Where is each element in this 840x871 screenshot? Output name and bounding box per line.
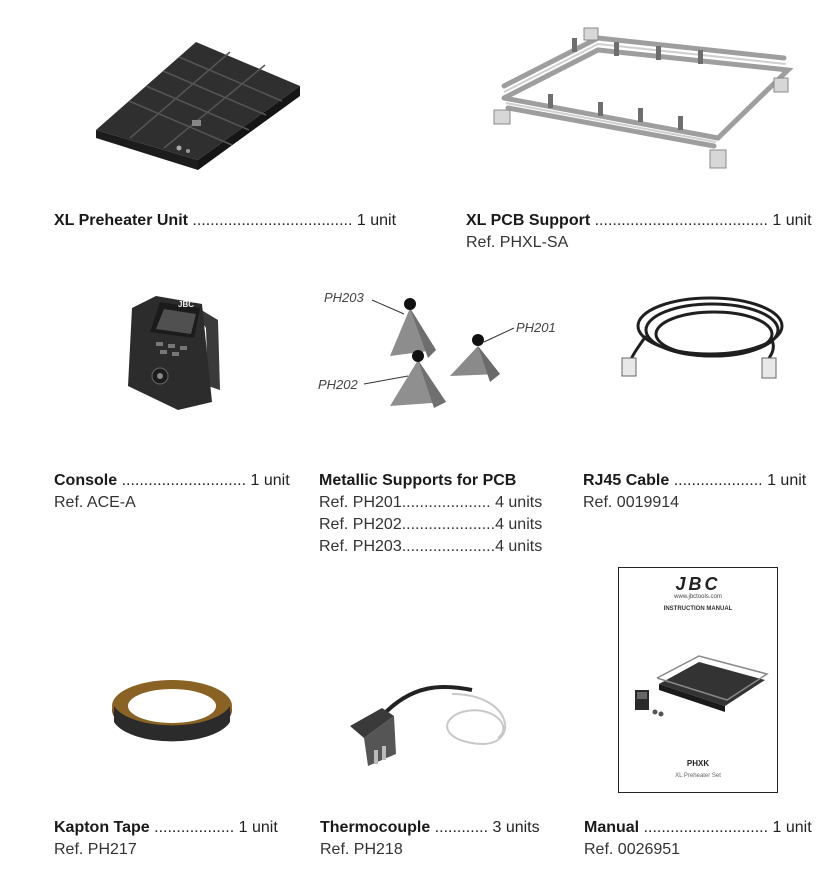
- item-ref: Ref. 0026951: [584, 841, 681, 858]
- manual-model: PHXK: [686, 759, 710, 768]
- item-qty: 1 unit: [762, 472, 807, 489]
- manual-subtitle: XL Preheater Set: [675, 773, 721, 779]
- item-manual-caption: Manual ............................ 1 un…: [584, 817, 812, 838]
- item-dots: ....................: [669, 472, 763, 489]
- item-rj45-caption: RJ45 Cable .................... 1 unit: [583, 470, 806, 491]
- item-ref: Ref. PH201.................... 4 units: [319, 494, 543, 511]
- item-preheater-caption: XL Preheater Unit ......................…: [54, 210, 396, 231]
- item-name: Thermocouple: [320, 819, 431, 836]
- item-name: Console: [54, 472, 118, 489]
- item-name: Metallic Supports for PCB: [319, 472, 517, 489]
- kapton-tape-image: [112, 680, 232, 742]
- item-dots: ....................................: [187, 212, 353, 229]
- item-thermocouple-caption: Thermocouple ............ 3 units: [320, 817, 540, 838]
- item-ref: Ref. PH202.....................4 units: [319, 516, 543, 533]
- manual-heading: INSTRUCTION MANUAL: [663, 606, 733, 612]
- item-pcb-support-caption: XL PCB Support .........................…: [466, 210, 812, 231]
- callout-ph201: PH201: [516, 320, 556, 335]
- thermocouple-image: [350, 684, 507, 766]
- callout-ph202: PH202: [318, 377, 358, 392]
- item-dots: ............................: [639, 819, 769, 836]
- manual-product-illustration: [635, 655, 769, 717]
- item-qty: 1 unit: [234, 819, 278, 836]
- console-image: JBC: [128, 296, 220, 410]
- item-ref: Ref. PH217: [54, 841, 137, 858]
- console-logo: JBC: [178, 300, 194, 309]
- item-qty: 3 units: [488, 819, 540, 836]
- item-dots: ............................: [117, 472, 247, 489]
- manual-cover: JBC www.jbctools.com INSTRUCTION MANUAL …: [618, 567, 778, 793]
- item-ref: Ref. PH218: [320, 841, 403, 858]
- rj45-cable-image: [621, 296, 784, 379]
- manual-logo: JBC: [675, 574, 721, 594]
- item-name: RJ45 Cable: [583, 472, 670, 489]
- item-dots: ............: [430, 819, 489, 836]
- item-name: Manual: [584, 819, 640, 836]
- item-console-caption: Console ............................ 1 u…: [54, 470, 290, 491]
- item-qty: 1 unit: [767, 212, 812, 229]
- item-kapton-caption: Kapton Tape .................. 1 unit: [54, 817, 278, 838]
- item-ref: Ref. PH203.....................4 units: [319, 538, 543, 555]
- item-qty: 1 unit: [352, 212, 397, 229]
- callout-ph203: PH203: [324, 290, 364, 305]
- metallic-supports-image: [363, 298, 515, 408]
- manual-url: www.jbctools.com: [674, 594, 722, 600]
- item-qty: 1 unit: [246, 472, 290, 489]
- item-ref: Ref. 0019914: [583, 494, 680, 511]
- item-name: Kapton Tape: [54, 819, 150, 836]
- item-name: XL PCB Support: [466, 212, 591, 229]
- item-dots: ..................: [149, 819, 235, 836]
- preheater-unit-image: [96, 42, 300, 170]
- item-dots: .......................................: [590, 212, 768, 229]
- pcb-support-image: [493, 27, 794, 169]
- item-name: XL Preheater Unit: [54, 212, 188, 229]
- item-metallic-supports-caption: Metallic Supports for PCB: [319, 470, 516, 491]
- item-ref: Ref. ACE-A: [54, 494, 136, 511]
- item-qty: 1 unit: [768, 819, 812, 836]
- item-ref: Ref. PHXL-SA: [466, 234, 569, 251]
